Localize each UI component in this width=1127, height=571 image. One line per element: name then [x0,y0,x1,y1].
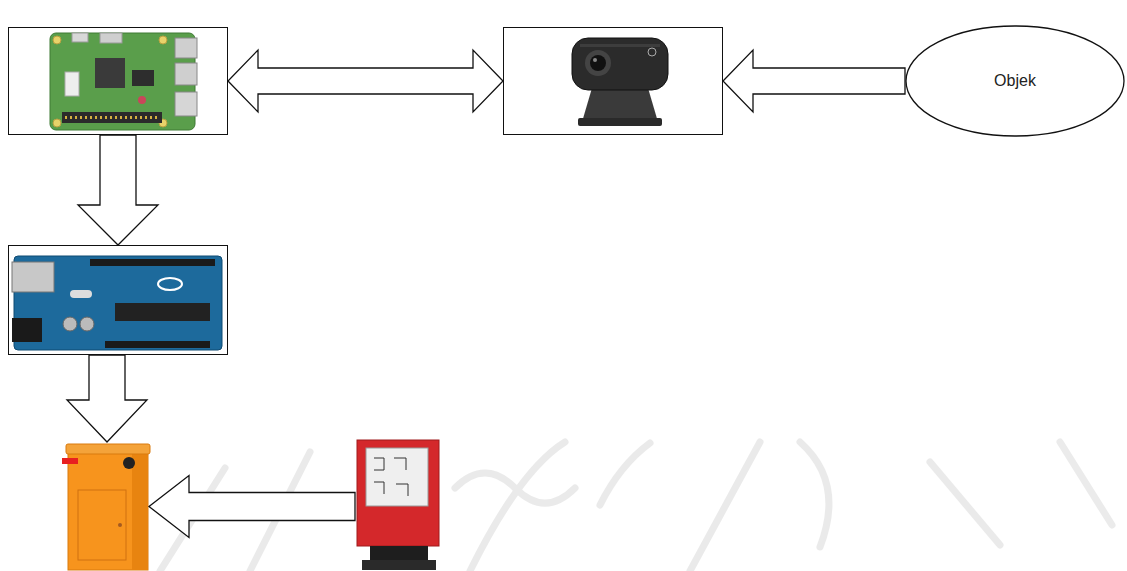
usb-port [175,63,197,85]
webcam-body [572,38,668,90]
crystal [70,290,92,298]
cabinet-cap [66,444,150,454]
microcontroller-chip [115,303,210,321]
arduino-illustration [12,256,222,350]
raspberry-pi-illustration [50,33,197,130]
usb-port [175,38,197,58]
capacitor [63,317,77,331]
watermark [160,442,1112,571]
detector-label-panel [366,448,428,506]
watermark-stroke [800,442,829,547]
webcam-lens [590,55,606,71]
loop-detector-illustration [357,440,439,570]
block-arrow [228,50,503,112]
detector-housing [357,440,439,546]
watermark-stroke [1060,442,1112,525]
webcam-logo [648,48,656,56]
arm-pivot [123,457,135,469]
block-arrow [149,476,355,538]
webcam-lens-ring [585,50,611,76]
object-ellipse: Objek [905,25,1125,137]
watermark-stroke [160,468,225,571]
microcontroller-box [8,245,228,355]
camera-connector [65,72,79,96]
watermark-stroke [600,443,650,505]
watermark-stroke [250,452,310,571]
watermark-stroke [470,442,565,571]
board-logo [138,96,146,104]
power-jack [12,318,42,342]
loop-detector [355,440,441,571]
webcam-illustration [572,38,668,126]
pin-header [90,259,215,266]
memory-chip [132,70,154,86]
mounting-hole [53,119,61,127]
gpio-pins [65,116,160,119]
barrier-gate [65,442,149,571]
node-label: Objek [994,71,1036,90]
gpio-header [62,112,162,123]
block-arrow [67,355,147,442]
webcam-clip [578,118,662,126]
camera-box [503,27,723,135]
webcam-trim [580,44,660,47]
mounting-hole [159,36,167,44]
hdmi-port [100,33,122,43]
gate-cabinet [68,452,148,570]
ethernet-port [175,92,197,116]
door-lock [118,523,122,527]
webcam-stand [582,88,658,122]
power-port [72,33,88,42]
controller-box [8,27,228,135]
wiring-schematic [374,458,408,496]
barrier-gate-illustration [62,444,150,570]
watermark-stroke [455,473,575,503]
pin-header [105,341,210,348]
block-arrow [78,135,158,245]
lens-highlight [593,58,597,62]
pcb-board [50,33,195,130]
cabinet-door [78,490,126,560]
detector-socket [362,560,436,570]
processor-chip [95,58,125,88]
capacitor [80,317,94,331]
usb-port [12,262,54,292]
block-arrow [723,50,905,112]
watermark-stroke [930,462,1000,545]
ellipse-shape [906,26,1124,136]
cabinet-shade [132,452,148,570]
gate-arm [62,458,78,464]
board-logo [158,278,182,290]
mounting-hole [53,36,61,44]
watermark-stroke [690,442,760,571]
